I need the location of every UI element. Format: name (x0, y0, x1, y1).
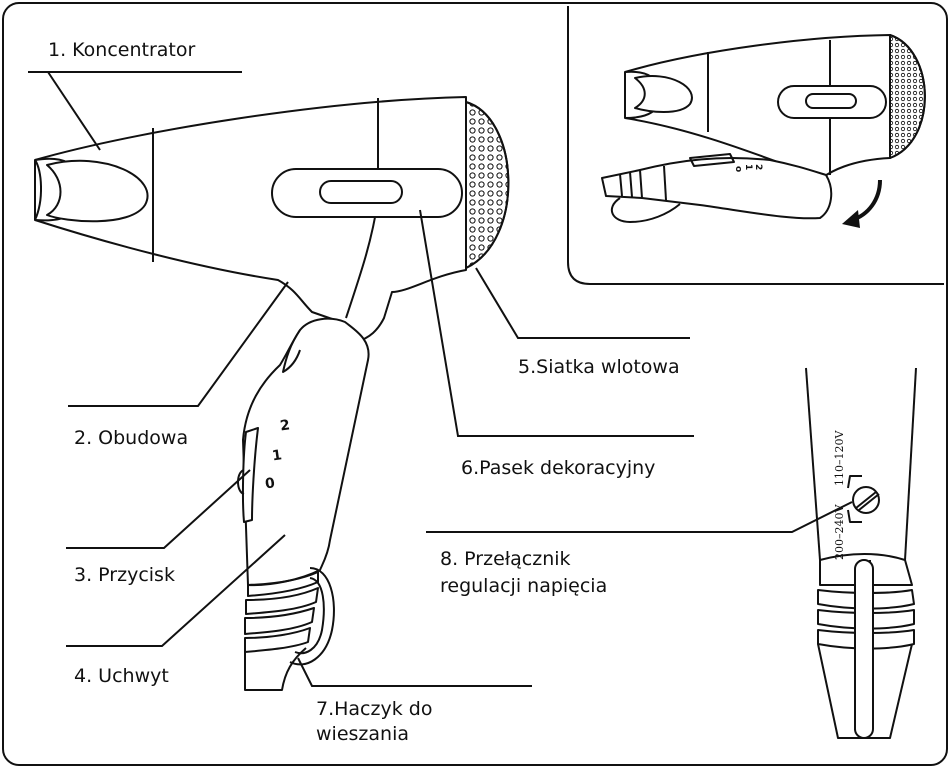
label-uchwyt: 4. Uchwyt (74, 664, 169, 688)
voltage-markings: 110–120V 200–240V (833, 430, 846, 560)
label-haczyk-line1: 7.Haczyk do (316, 697, 432, 721)
inlet-grille-shape (466, 102, 508, 268)
voltage-switch-detail (806, 368, 916, 738)
label-obudowa: 2. Obudowa (74, 426, 188, 450)
label-pasek-dekoracyjny: 6.Pasek dekoracyjny (461, 456, 655, 480)
svg-text:1: 1 (743, 164, 753, 170)
label-przelacznik-line2: regulacji napięcia (440, 574, 607, 598)
voltage-high-label: 110–120V (833, 430, 846, 486)
fold-arrow (842, 180, 880, 228)
label-siatka-wlotowa: 5.Siatka wlotowa (518, 355, 680, 379)
label-haczyk-line2: wieszania (316, 722, 409, 746)
main-dryer (35, 97, 508, 690)
label-koncentrator: 1. Koncentrator (48, 38, 195, 62)
voltage-low-label: 200–240V (833, 504, 846, 560)
label-przelacznik-line1: 8. Przełącznik (440, 547, 571, 571)
label-przycisk: 3. Przycisk (74, 563, 175, 587)
svg-text:o: o (733, 166, 743, 172)
svg-text:2: 2 (753, 164, 763, 170)
